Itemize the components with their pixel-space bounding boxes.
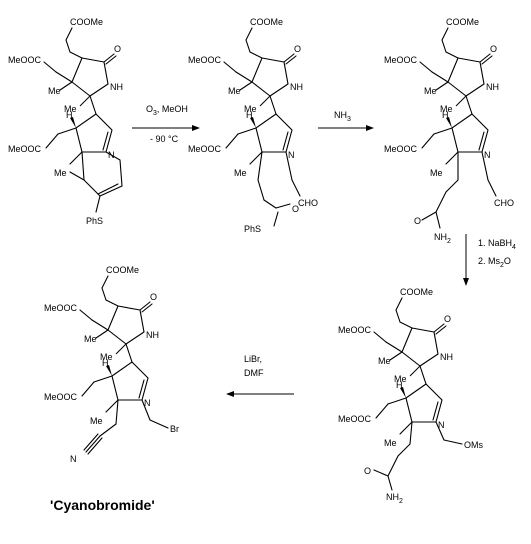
structure-5: COOMe MeOOC O NH Me Me H N MeOOC Me Br N [44, 265, 179, 464]
carbonyl-o-label: O [150, 292, 157, 302]
arrow-step-3: 1. NaBH4 2. Ms2O [463, 234, 516, 286]
coome-label: COOMe [70, 17, 103, 27]
nitrile-n-label: N [70, 454, 77, 464]
meooc-label: MeOOC [338, 325, 372, 335]
cho-label: CHO [298, 198, 318, 208]
condition-ms2o: 2. Ms2O [478, 256, 511, 269]
phs-label: PhS [244, 224, 261, 234]
n-label: N [288, 150, 295, 160]
nh-label: NH [110, 82, 123, 92]
condition-dmf: DMF [244, 368, 264, 378]
nh2-label: NH2 [434, 232, 451, 245]
coome-label: COOMe [106, 265, 139, 275]
condition-o3: O3, MeOH [146, 104, 188, 117]
meooc-label: MeOOC [384, 144, 418, 154]
me-label: Me [100, 352, 113, 362]
carbonyl-o-label: O [444, 314, 451, 324]
n-label: N [144, 398, 151, 408]
arrow-step-4: LiBr, DMF [226, 354, 294, 397]
carbonyl-o-label: O [114, 44, 121, 54]
me-label: Me [430, 168, 443, 178]
o-label: O [364, 466, 371, 476]
meooc-label: MeOOC [44, 392, 78, 402]
me-label: Me [228, 86, 241, 96]
h-label: H [442, 110, 449, 120]
oms-label: OMs [464, 440, 483, 450]
structure-1: COOMe MeOOC O NH Me Me H N MeOOC Me PhS [8, 17, 123, 226]
me-label: Me [48, 86, 61, 96]
structure-3: COOMe MeOOC O NH Me Me H N MeOOC Me CHO … [384, 17, 514, 245]
condition-libr: LiBr, [244, 354, 262, 364]
coome-label: COOMe [446, 17, 479, 27]
h-label: H [102, 358, 109, 368]
o-label: O [414, 216, 421, 226]
phs-label: PhS [86, 216, 103, 226]
me-label: Me [424, 86, 437, 96]
nh-label: NH [486, 82, 499, 92]
structure-4: COOMe MeOOC O NH Me Me H N MeOOC Me OMs … [338, 287, 483, 505]
coome-label: COOMe [250, 17, 283, 27]
me-label: Me [440, 104, 453, 114]
meooc-label: MeOOC [188, 55, 222, 65]
me-label: Me [84, 334, 97, 344]
me-label: Me [90, 416, 103, 426]
me-label: Me [244, 104, 257, 114]
o-label: O [292, 204, 299, 214]
meooc-label: MeOOC [188, 144, 222, 154]
carbonyl-o-label: O [490, 44, 497, 54]
n-label: N [108, 150, 115, 160]
arrow-step-1: O3, MeOH - 90 °C [132, 104, 200, 144]
structure-2: COOMe MeOOC O NH Me Me H N MeOOC Me CHO … [188, 17, 318, 234]
me-label: Me [64, 104, 77, 114]
carbonyl-o-label: O [294, 44, 301, 54]
nh-label: NH [290, 82, 303, 92]
condition-nabh4: 1. NaBH4 [478, 238, 516, 251]
cho-label: CHO [494, 198, 514, 208]
nh-label: NH [146, 330, 159, 340]
meooc-label: MeOOC [8, 144, 42, 154]
me-label: Me [384, 438, 397, 448]
me-label: Me [234, 168, 247, 178]
n-label: N [438, 420, 445, 430]
n-label: N [484, 150, 491, 160]
condition-nh3: NH3 [334, 110, 351, 123]
product-name: 'Cyanobromide' [50, 497, 155, 513]
coome-label: COOMe [400, 287, 433, 297]
nh-label: NH [440, 352, 453, 362]
meooc-label: MeOOC [338, 414, 372, 424]
h-label: H [246, 110, 253, 120]
meooc-label: MeOOC [44, 303, 78, 313]
condition-temp: - 90 °C [150, 134, 179, 144]
me-label: Me [378, 356, 391, 366]
h-label: H [66, 110, 73, 120]
me-label: Me [54, 168, 67, 178]
nh2-label: NH2 [386, 492, 403, 505]
meooc-label: MeOOC [384, 55, 418, 65]
me-label: Me [394, 374, 407, 384]
meooc-label: MeOOC [8, 55, 42, 65]
br-label: Br [170, 424, 179, 434]
h-label: H [396, 380, 403, 390]
arrow-step-2: NH3 [318, 110, 374, 131]
